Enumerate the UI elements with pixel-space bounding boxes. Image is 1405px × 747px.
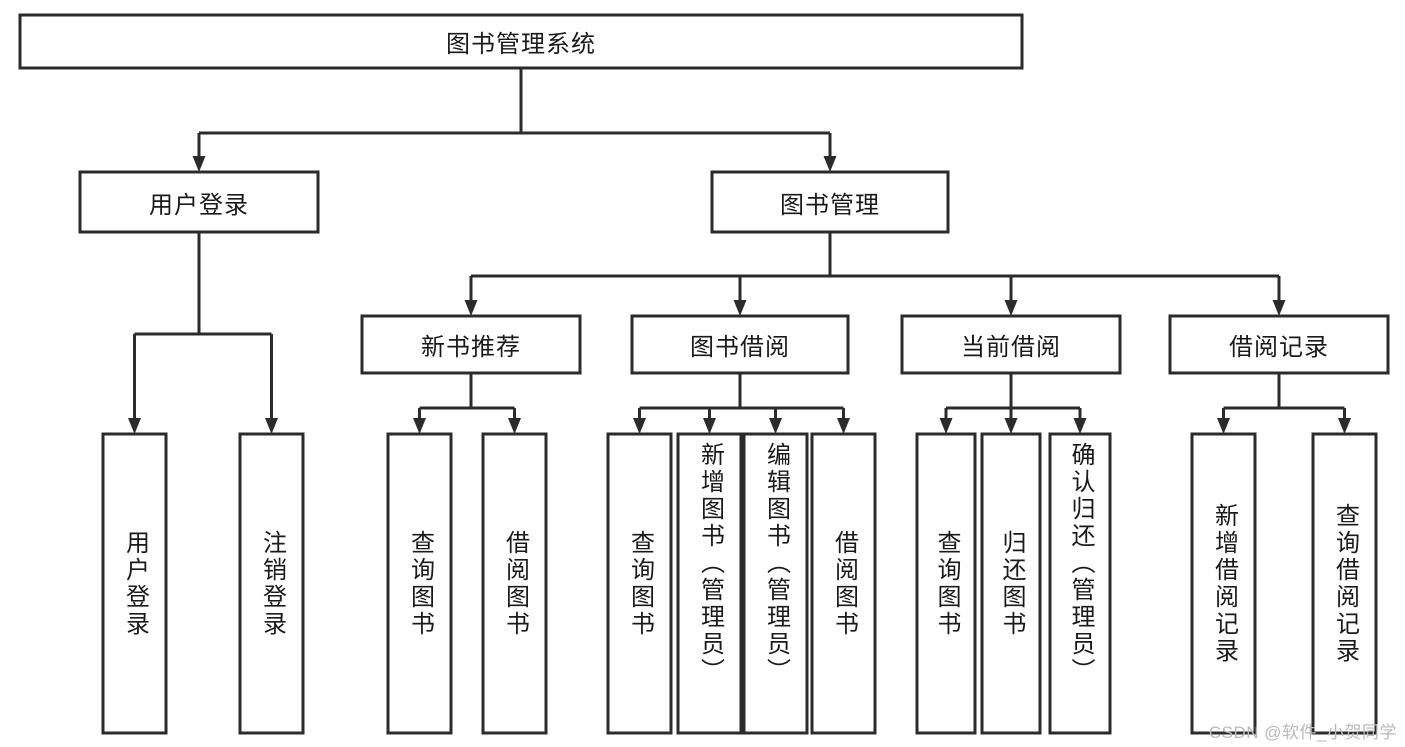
- node-box-new-book-rec[interactable]: [360, 314, 582, 375]
- arrow-head-icon: [128, 418, 141, 434]
- node-box-leaf-user-login[interactable]: [101, 432, 168, 735]
- node-box-leaf-confirm-return-admin[interactable]: [1048, 432, 1112, 735]
- node-box-leaf-query-book-3[interactable]: [915, 432, 977, 735]
- arrow-head-icon: [1338, 418, 1351, 434]
- arrow-head-icon: [633, 418, 646, 434]
- node-box-leaf-borrow-book-1[interactable]: [481, 432, 548, 735]
- arrow-head-icon: [1004, 300, 1018, 316]
- arrow-head-icon: [192, 156, 206, 172]
- node-box-leaf-borrow-book-2[interactable]: [810, 432, 877, 735]
- arrow-head-icon: [703, 418, 716, 434]
- csdn-watermark: CSDN @软件_小贺同学: [1208, 723, 1397, 742]
- node-box-leaf-return-book[interactable]: [980, 432, 1042, 735]
- node-box-book-borrow[interactable]: [630, 314, 850, 375]
- node-box-leaf-query-borrow-record[interactable]: [1311, 432, 1378, 735]
- node-box-root[interactable]: [18, 13, 1024, 70]
- node-box-user-login[interactable]: [78, 170, 320, 234]
- arrow-head-icon: [265, 418, 278, 434]
- arrow-head-icon: [939, 418, 953, 434]
- node-box-current-borrow[interactable]: [900, 314, 1122, 375]
- node-box-leaf-query-book-1[interactable]: [386, 432, 453, 735]
- node-box-leaf-edit-book-admin[interactable]: [742, 432, 809, 735]
- node-box-leaf-add-borrow-record[interactable]: [1190, 432, 1257, 735]
- arrow-head-icon: [769, 418, 782, 434]
- arrow-head-icon: [1073, 418, 1087, 434]
- node-box-leaf-user-logout[interactable]: [238, 432, 305, 735]
- arrow-head-icon: [823, 156, 837, 172]
- node-box-borrow-record[interactable]: [1168, 314, 1390, 375]
- node-box-book-manage[interactable]: [710, 170, 950, 234]
- arrow-head-icon: [837, 418, 850, 434]
- connectors-layer: [128, 68, 1351, 434]
- arrow-head-icon: [1272, 300, 1286, 316]
- node-box-leaf-query-book-2[interactable]: [606, 432, 673, 735]
- arrow-head-icon: [1217, 418, 1230, 434]
- arrow-head-icon: [733, 300, 747, 316]
- boxes-layer: [18, 13, 1390, 735]
- arrow-head-icon: [508, 418, 521, 434]
- arrow-head-icon: [464, 300, 478, 316]
- arrow-head-icon: [1004, 418, 1018, 434]
- node-box-leaf-add-book-admin[interactable]: [676, 432, 743, 735]
- arrow-head-icon: [413, 418, 426, 434]
